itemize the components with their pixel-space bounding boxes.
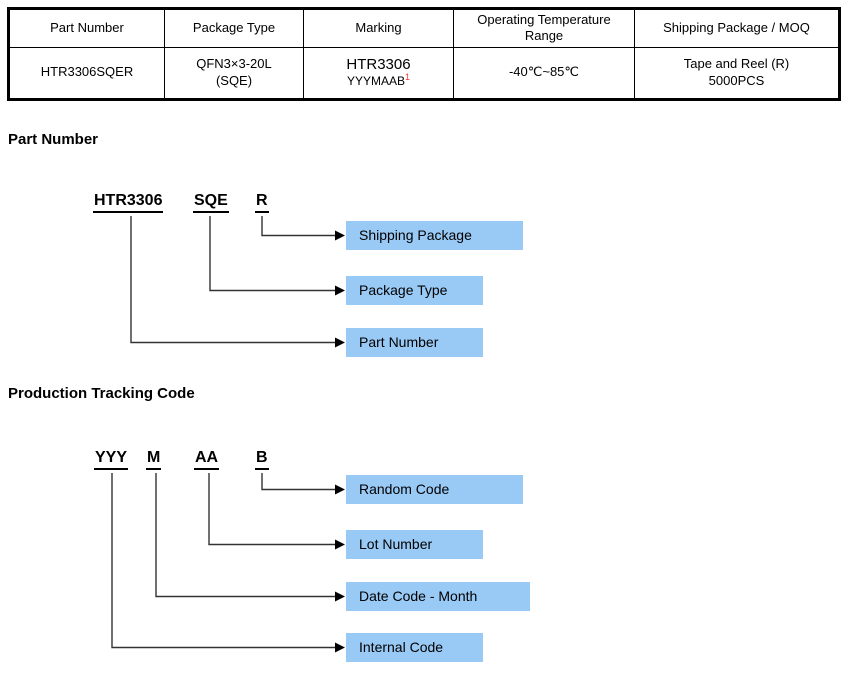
package-type-line2: (SQE) [215, 72, 253, 88]
arrowhead-shipping-package [335, 230, 345, 241]
marking-line1: HTR3306 [346, 56, 411, 74]
arrowhead-part-number [335, 337, 345, 348]
callout-random-code: Random Code [346, 475, 523, 504]
connector-b-to-random-code [261, 473, 336, 491]
package-type-line1: QFN3×3-20L [196, 56, 272, 72]
callout-date-code-month: Date Code - Month [346, 582, 530, 611]
arrowhead-date-code [335, 591, 345, 602]
callout-lot-number: Lot Number [346, 530, 483, 559]
code-segment-sqe: SQE [193, 192, 229, 213]
header-cell-shipping-package-moq: Shipping Package / MOQ [634, 8, 840, 48]
cell-shipping-package-moq: Tape and Reel (R) 5000PCS [634, 46, 840, 100]
header-cell-operating-temperature-range: Operating Temperature Range [453, 8, 635, 48]
callout-internal-code: Internal Code [346, 633, 483, 662]
table-header-row: Part Number Package Type Marking Operati… [8, 8, 840, 48]
code-segment-r: R [255, 192, 269, 213]
ordering-info-table: Part Number Package Type Marking Operati… [7, 7, 841, 101]
part-number-section-heading: Part Number [8, 131, 99, 148]
shipping-line2: 5000PCS [708, 72, 765, 88]
arrowhead-internal-code [335, 642, 345, 653]
arrowhead-lot-number [335, 539, 345, 550]
code-segment-yyy: YYY [94, 449, 129, 470]
header-cell-package-type: Package Type [164, 8, 304, 48]
callout-package-type: Package Type [346, 276, 483, 305]
cell-operating-temperature-range: -40℃~85℃ [453, 46, 635, 100]
marking-footnote-ref: 1 [405, 72, 411, 83]
cell-package-type: QFN3×3-20L (SQE) [164, 46, 304, 100]
code-segment-b: B [255, 449, 269, 470]
shipping-line1: Tape and Reel (R) [683, 56, 790, 72]
code-segment-htr3306: HTR3306 [93, 192, 164, 213]
header-cell-marking: Marking [303, 8, 454, 48]
header-cell-part-number: Part Number [8, 8, 165, 48]
callout-part-number: Part Number [346, 328, 483, 357]
code-segment-m: M [146, 449, 162, 470]
connector-r-to-shipping-package [261, 216, 336, 237]
connector-yyy-to-internal-code [111, 473, 336, 649]
connector-m-to-date-code [155, 473, 336, 598]
connector-htr3306-to-part-number [130, 216, 336, 344]
cell-marking: HTR3306 YYYMAAB1 [303, 46, 454, 100]
code-segment-aa: AA [194, 449, 220, 470]
arrowhead-random-code [335, 484, 345, 495]
marking-line2: YYYMAAB1 [346, 72, 411, 89]
table-data-row: HTR3306SQER QFN3×3-20L (SQE) HTR3306 YYY… [8, 46, 840, 100]
connector-sqe-to-package-type [209, 216, 336, 292]
production-tracking-code-heading: Production Tracking Code [8, 385, 195, 402]
cell-part-number: HTR3306SQER [8, 46, 165, 100]
arrowhead-package-type [335, 285, 345, 296]
connector-aa-to-lot-number [208, 473, 336, 546]
callout-shipping-package: Shipping Package [346, 221, 523, 250]
